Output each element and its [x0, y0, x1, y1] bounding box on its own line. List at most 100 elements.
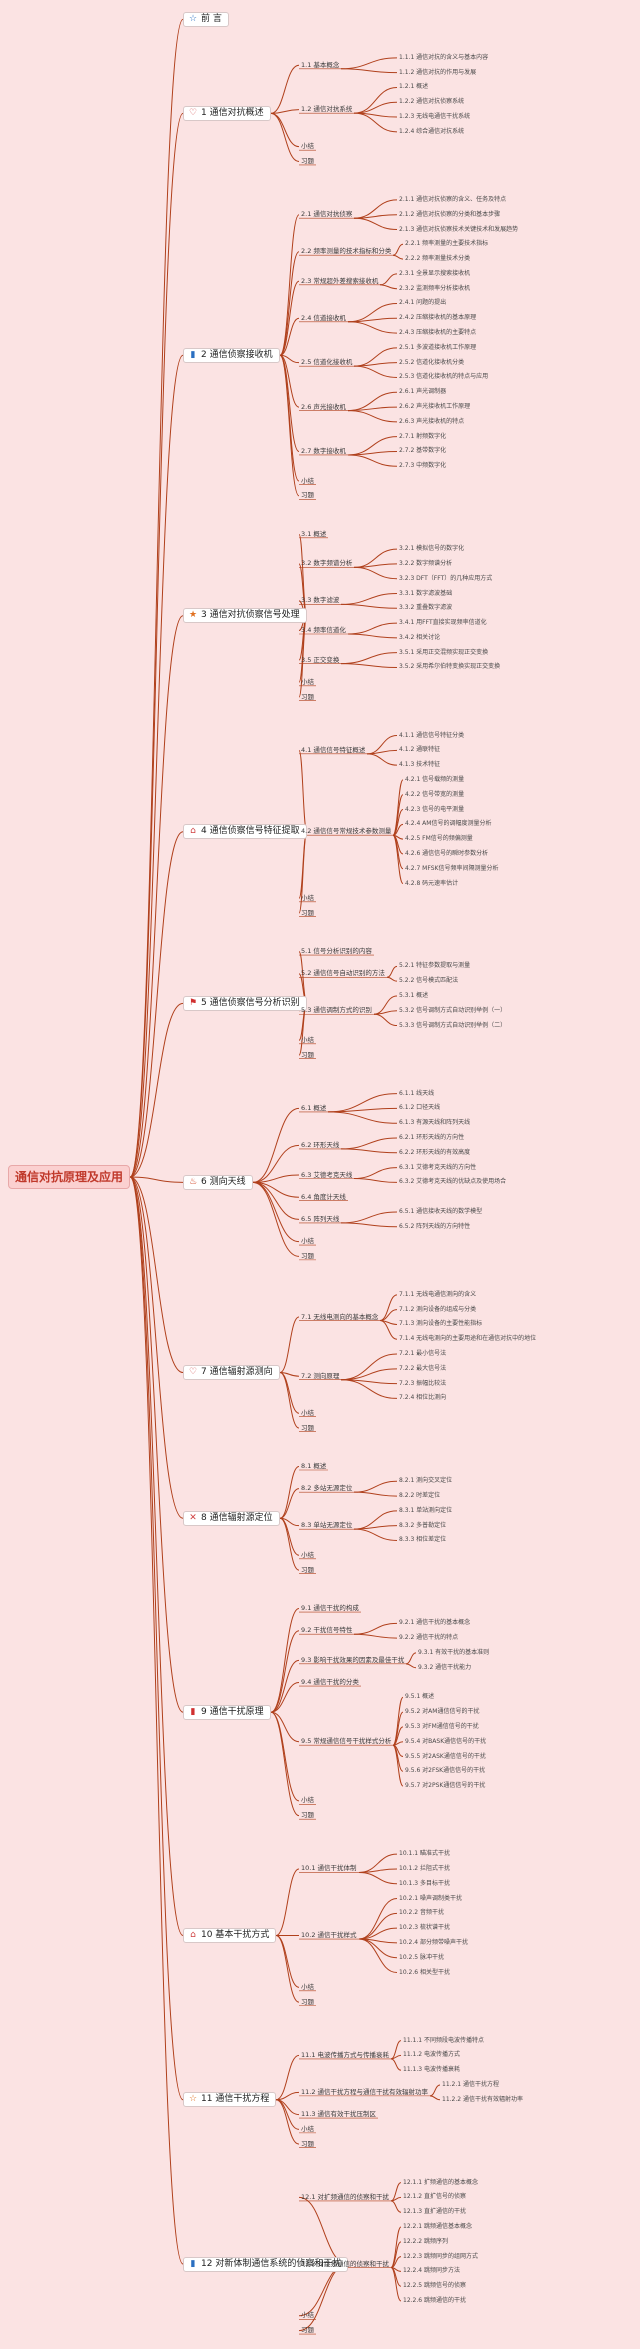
section-node[interactable]: 小结 — [301, 895, 314, 902]
section-node[interactable]: 小结 — [301, 679, 314, 686]
subsection-node[interactable]: 9.2.1 通信干扰的基本概念 — [399, 1620, 470, 1626]
subsection-node[interactable]: 1.2.2 通信对抗侦察系统 — [399, 99, 464, 105]
subsection-node[interactable]: 2.6.2 声光接收机工作原理 — [399, 404, 470, 410]
section-node[interactable]: 4.1 通信信号特征概述 — [301, 747, 365, 754]
subsection-node[interactable]: 2.2.2 频率测量技术分类 — [405, 256, 470, 262]
subsection-node[interactable]: 2.7.2 基带数字化 — [399, 448, 446, 454]
subsection-node[interactable]: 10.1.2 拦阻式干扰 — [399, 1865, 450, 1872]
section-node[interactable]: 7.1 无线电测向的基本概念 — [301, 1313, 378, 1321]
subsection-node[interactable]: 1.1.1 通信对抗的含义与基本内容 — [399, 54, 488, 61]
section-node[interactable]: 10.1 通信干扰体制 — [301, 1865, 357, 1872]
subsection-node[interactable]: 7.1.2 测向设备的组成与分类 — [399, 1306, 476, 1313]
subsection-node[interactable]: 9.5.6 对2FSK通信信号的干扰 — [405, 1768, 485, 1774]
subsection-node[interactable]: 7.1.3 测向设备的主要性能指标 — [399, 1321, 482, 1327]
chapter-node[interactable]: ⌂10 基本干扰方式 — [183, 1928, 277, 1944]
subsection-node[interactable]: 12.2.3 跳频同步的组网方式 — [403, 2253, 478, 2260]
section-node[interactable]: 2.7 数字接收机 — [301, 448, 346, 455]
subsection-node[interactable]: 6.5.1 通信接收天线的数学模型 — [399, 1208, 482, 1215]
section-node[interactable]: 3.1 概述 — [301, 531, 326, 538]
subsection-node[interactable]: 4.2.5 FM信号的频偏测量 — [405, 836, 473, 842]
section-node[interactable]: 3.5 正交变换 — [301, 656, 339, 664]
subsection-node[interactable]: 4.2.8 码元速率估计 — [405, 880, 458, 887]
subsection-node[interactable]: 7.1.4 无线电测向的主要用途和在通信对抗中的地位 — [399, 1336, 536, 1342]
subsection-node[interactable]: 7.2.2 最大信号法 — [399, 1365, 446, 1372]
section-node[interactable]: 2.3 常规超外差搜索接收机 — [301, 278, 378, 285]
subsection-node[interactable]: 8.3.2 多普勒定位 — [399, 1522, 446, 1529]
subsection-node[interactable]: 12.2.5 跳频信号的侦察 — [403, 2283, 466, 2289]
section-node[interactable]: 9.5 常规通信信号干扰样式分析 — [301, 1738, 391, 1745]
section-node[interactable]: 6.4 角度计天线 — [301, 1193, 346, 1201]
section-node[interactable]: 习题 — [301, 909, 314, 917]
subsection-node[interactable]: 2.7.1 射频数字化 — [399, 433, 446, 440]
chapter-node[interactable]: ✕8 通信辐射源定位 — [183, 1510, 280, 1526]
section-node[interactable]: 2.5 信道化接收机 — [301, 359, 352, 366]
subsection-node[interactable]: 2.4.1 问题的提出 — [399, 300, 446, 306]
subsection-node[interactable]: 6.1.3 有源天线和阵列天线 — [399, 1120, 470, 1126]
section-node[interactable]: 2.6 声光接收机 — [301, 403, 346, 411]
subsection-node[interactable]: 10.2.4 部分频带噪声干扰 — [399, 1939, 468, 1946]
section-node[interactable]: 9.1 通信干扰的构成 — [301, 1605, 359, 1612]
subsection-node[interactable]: 8.2.2 时差定位 — [399, 1493, 440, 1499]
subsection-node[interactable]: 2.6.1 声光调制器 — [399, 389, 446, 395]
section-node[interactable]: 12.1 对扩频通信的侦察和干扰 — [301, 2194, 389, 2201]
section-node[interactable]: 7.2 测向原理 — [301, 1372, 339, 1380]
chapter-node[interactable]: ▮12 对新体制通信系统的侦察和干扰 — [183, 2256, 349, 2272]
section-node[interactable]: 4.2 通信信号常规技术参数测量 — [301, 828, 391, 835]
subsection-node[interactable]: 12.1.3 直扩通信的干扰 — [403, 2209, 466, 2215]
subsection-node[interactable]: 5.3.1 概述 — [399, 992, 428, 999]
section-node[interactable]: 8.2 多站无源定位 — [301, 1485, 352, 1492]
section-node[interactable]: 3.4 频率信道化 — [301, 627, 346, 634]
subsection-node[interactable]: 2.3.1 全景显示搜索接收机 — [399, 270, 470, 277]
subsection-node[interactable]: 4.2.1 信号载频的测量 — [405, 776, 464, 783]
subsection-node[interactable]: 10.2.3 梳状谱干扰 — [399, 1925, 450, 1931]
subsection-node[interactable]: 2.1.1 通信对抗侦察的含义、任务及特点 — [399, 196, 506, 203]
subsection-node[interactable]: 4.2.7 MFSK信号频率间隔测量分析 — [405, 865, 498, 872]
subsection-node[interactable]: 11.2.2 通信干扰有效辐射功率 — [442, 2096, 523, 2103]
section-node[interactable]: 习题 — [301, 2140, 314, 2148]
subsection-node[interactable]: 9.5.3 对FM通信信号的干扰 — [405, 1723, 479, 1730]
subsection-node[interactable]: 6.2.1 环形天线的方向性 — [399, 1135, 464, 1141]
subsection-node[interactable]: 1.2.3 无线电通信干扰系统 — [399, 114, 470, 120]
subsection-node[interactable]: 11.2.1 通信干扰方程 — [442, 2081, 499, 2088]
chapter-node[interactable]: ⚑5 通信侦察信号分析识别 — [183, 995, 307, 1011]
section-node[interactable]: 6.1 概述 — [301, 1105, 326, 1112]
subsection-node[interactable]: 2.6.3 声光接收机的特点 — [399, 418, 464, 425]
section-node[interactable]: 习题 — [301, 1998, 314, 2006]
section-node[interactable]: 小结 — [301, 1984, 314, 1991]
section-node[interactable]: 习题 — [301, 1051, 314, 1059]
subsection-node[interactable]: 9.5.2 对AM通信信号的干扰 — [405, 1709, 479, 1715]
subsection-node[interactable]: 11.1.3 电波传播衰耗 — [403, 2067, 460, 2073]
section-node[interactable]: 小结 — [301, 2126, 314, 2133]
subsection-node[interactable]: 6.1.2 口径天线 — [399, 1105, 440, 1111]
subsection-node[interactable]: 4.1.1 通信信号特征分类 — [399, 732, 464, 739]
chapter-node[interactable]: ☆11 通信干扰方程 — [183, 2092, 277, 2108]
section-node[interactable]: 11.1 电波传播方式与传播衰耗 — [301, 2052, 389, 2059]
section-node[interactable]: 3.2 数字频谱分析 — [301, 560, 352, 567]
subsection-node[interactable]: 8.2.1 测向交叉定位 — [399, 1478, 452, 1484]
subsection-node[interactable]: 2.1.2 通信对抗侦察的分类和基本步骤 — [399, 211, 500, 218]
subsection-node[interactable]: 12.2.4 跳频同步方法 — [403, 2268, 460, 2274]
subsection-node[interactable]: 12.2.1 跳频通信基本概念 — [403, 2224, 472, 2230]
subsection-node[interactable]: 8.3.3 相位差定位 — [399, 1537, 446, 1543]
section-node[interactable]: 9.3 影响干扰效果的因素及最佳干扰 — [301, 1657, 404, 1664]
subsection-node[interactable]: 3.4.1 用FFT直接实现频率信道化 — [399, 620, 487, 626]
section-node[interactable]: 小结 — [301, 1238, 314, 1245]
subsection-node[interactable]: 3.3.1 数字滤波基础 — [399, 590, 452, 597]
subsection-node[interactable]: 4.1.2 通联特征 — [399, 747, 440, 753]
subsection-node[interactable]: 4.2.6 通信信号的瞬时参数分析 — [405, 850, 488, 857]
subsection-node[interactable]: 1.1.2 通信对抗的作用与发展 — [399, 69, 476, 76]
section-node[interactable]: 2.4 信道接收机 — [301, 315, 346, 322]
subsection-node[interactable]: 5.2.2 信号模式匹配法 — [399, 978, 458, 984]
section-node[interactable]: 习题 — [301, 158, 314, 165]
section-node[interactable]: 小结 — [301, 1797, 314, 1804]
subsection-node[interactable]: 1.2.4 综合通信对抗系统 — [399, 128, 464, 135]
subsection-node[interactable]: 5.2.1 特征参数提取与测量 — [399, 963, 470, 969]
section-node[interactable]: 6.5 阵列天线 — [301, 1216, 339, 1223]
subsection-node[interactable]: 7.1.1 无线电通信测向的含义 — [399, 1291, 476, 1298]
section-node[interactable]: 1.1 基本概念 — [301, 62, 339, 69]
section-node[interactable]: 小结 — [301, 1552, 314, 1559]
subsection-node[interactable]: 12.1.1 扩频通信的基本概念 — [403, 2179, 478, 2186]
subsection-node[interactable]: 9.2.2 通信干扰的特点 — [399, 1635, 458, 1641]
subsection-node[interactable]: 9.3.1 有效干扰的基本准则 — [418, 1649, 489, 1656]
section-node[interactable]: 3.3 数字滤波 — [301, 597, 339, 604]
